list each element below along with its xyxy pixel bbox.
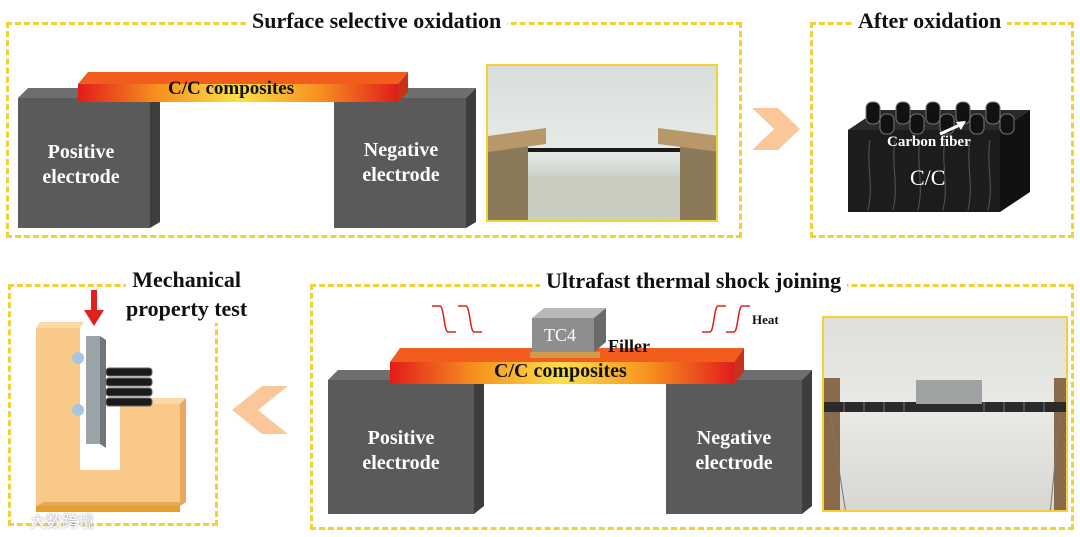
negative-electrode-block — [334, 98, 466, 228]
negative-label-line2: electrode — [362, 164, 440, 186]
cc-block-label: C/C — [910, 165, 946, 190]
mechanical-title-line1: Mechanical — [126, 266, 248, 295]
process-arrow-right — [752, 108, 800, 150]
joining-negative-electrode-block — [666, 380, 802, 514]
mechanical-test-title: Mechanical property test — [120, 266, 253, 324]
tc4-block — [532, 318, 594, 352]
joining-cc-bar — [390, 362, 734, 384]
negative-electrode-label: Negative electrode — [340, 138, 462, 188]
positive-electrode-label: Positive electrode — [22, 140, 140, 190]
joining-negative-electrode-label: Negative electrode — [668, 426, 800, 476]
mechanical-test-panel — [8, 284, 218, 526]
tc4-label: TC4 — [544, 325, 577, 345]
cc-composites-label: C/C composites — [168, 78, 295, 99]
positive-label-line1: Positive — [47, 141, 115, 163]
joining-positive-electrode-block — [328, 380, 474, 514]
process-arrow-left — [232, 386, 288, 434]
joining-cc-composites-label: C/C composites — [494, 360, 627, 382]
joining-positive-line2: electrode — [362, 452, 440, 474]
joining-positive-line1: Positive — [367, 427, 435, 449]
oxidation-photo — [486, 64, 718, 222]
oxidation-title: Surface selective oxidation — [246, 8, 508, 34]
joining-photo — [822, 316, 1068, 512]
after-oxidation-title: After oxidation — [852, 8, 1008, 34]
positive-label-line2: electrode — [42, 166, 120, 188]
cc-bar — [78, 84, 398, 102]
carbon-fiber-label: Carbon fiber — [887, 134, 971, 150]
joining-title: Ultrafast thermal shock joining — [540, 268, 848, 294]
positive-electrode-block — [18, 98, 150, 228]
heat-label: Heat — [752, 312, 779, 327]
joining-negative-line2: electrode — [695, 452, 773, 474]
negative-label-line1: Negative — [363, 139, 439, 161]
watermark: 大数跨境 — [30, 512, 95, 531]
filler-label: Filler — [608, 336, 650, 356]
joining-negative-line1: Negative — [696, 427, 772, 449]
joining-positive-electrode-label: Positive electrode — [334, 426, 468, 476]
mechanical-title-line2: property test — [126, 294, 248, 324]
